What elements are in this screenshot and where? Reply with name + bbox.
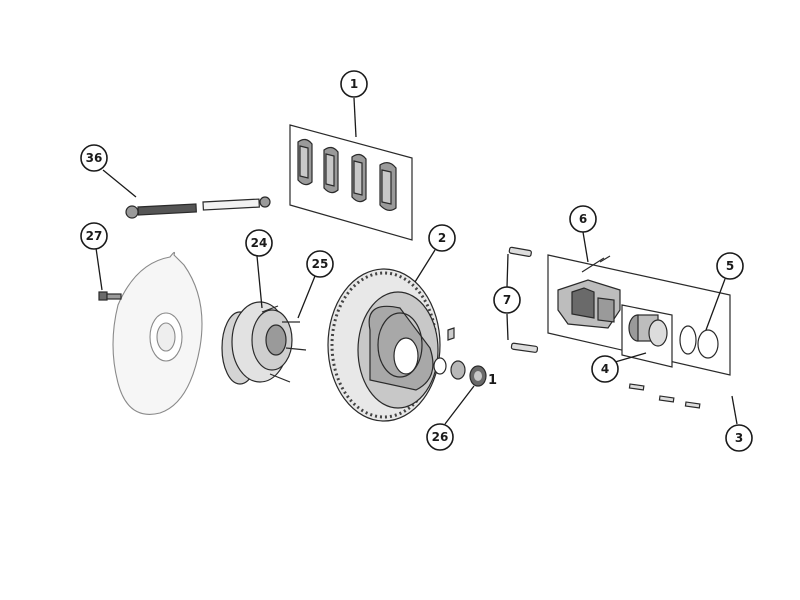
bleeder-screw <box>581 255 611 273</box>
axle-shaft <box>125 196 271 219</box>
brake-pad <box>379 162 397 211</box>
rotor-hardware <box>433 327 487 387</box>
callout-7: 7 <box>493 286 521 314</box>
piston-seal-boot <box>679 325 719 359</box>
callout-6: 6 <box>569 205 597 233</box>
caliper-piston <box>628 314 668 347</box>
splash-shield <box>112 251 203 415</box>
svg-text:2: 2 <box>438 231 446 245</box>
svg-text:27: 27 <box>86 229 103 243</box>
svg-text:1: 1 <box>350 77 358 91</box>
svg-text:5: 5 <box>726 259 734 273</box>
svg-text:3: 3 <box>735 431 743 445</box>
callout-25: 25 <box>306 250 334 278</box>
svg-text:4: 4 <box>601 362 609 376</box>
leader-lines <box>95 97 738 425</box>
callout-1: 1 <box>340 70 368 98</box>
hub-bearing <box>221 301 307 385</box>
brake-pad <box>297 138 313 186</box>
hub-nut-tag: 1 <box>488 373 497 388</box>
callout-4: 4 <box>591 355 619 383</box>
brake-pad <box>351 153 367 203</box>
svg-text:6: 6 <box>579 212 587 226</box>
svg-text:36: 36 <box>86 151 103 165</box>
slide-pin-clips <box>508 246 539 353</box>
callout-26: 26 <box>426 423 454 451</box>
caliper-assembly <box>547 254 731 376</box>
callout-2: 2 <box>428 224 456 252</box>
svg-text:25: 25 <box>312 257 329 271</box>
svg-text:7: 7 <box>503 293 511 307</box>
callout-36: 36 <box>80 144 108 172</box>
callout-5: 5 <box>716 252 744 280</box>
brake-pads-set <box>289 124 413 241</box>
callout-27: 27 <box>80 222 108 250</box>
callout-24: 24 <box>245 229 273 257</box>
caliper-pins <box>628 383 701 409</box>
brake-rotor <box>327 268 441 422</box>
svg-text:24: 24 <box>251 236 268 250</box>
callout-3: 3 <box>725 424 753 452</box>
svg-text:26: 26 <box>432 430 449 444</box>
shield-bolt <box>98 291 122 301</box>
brake-pad <box>323 146 339 194</box>
